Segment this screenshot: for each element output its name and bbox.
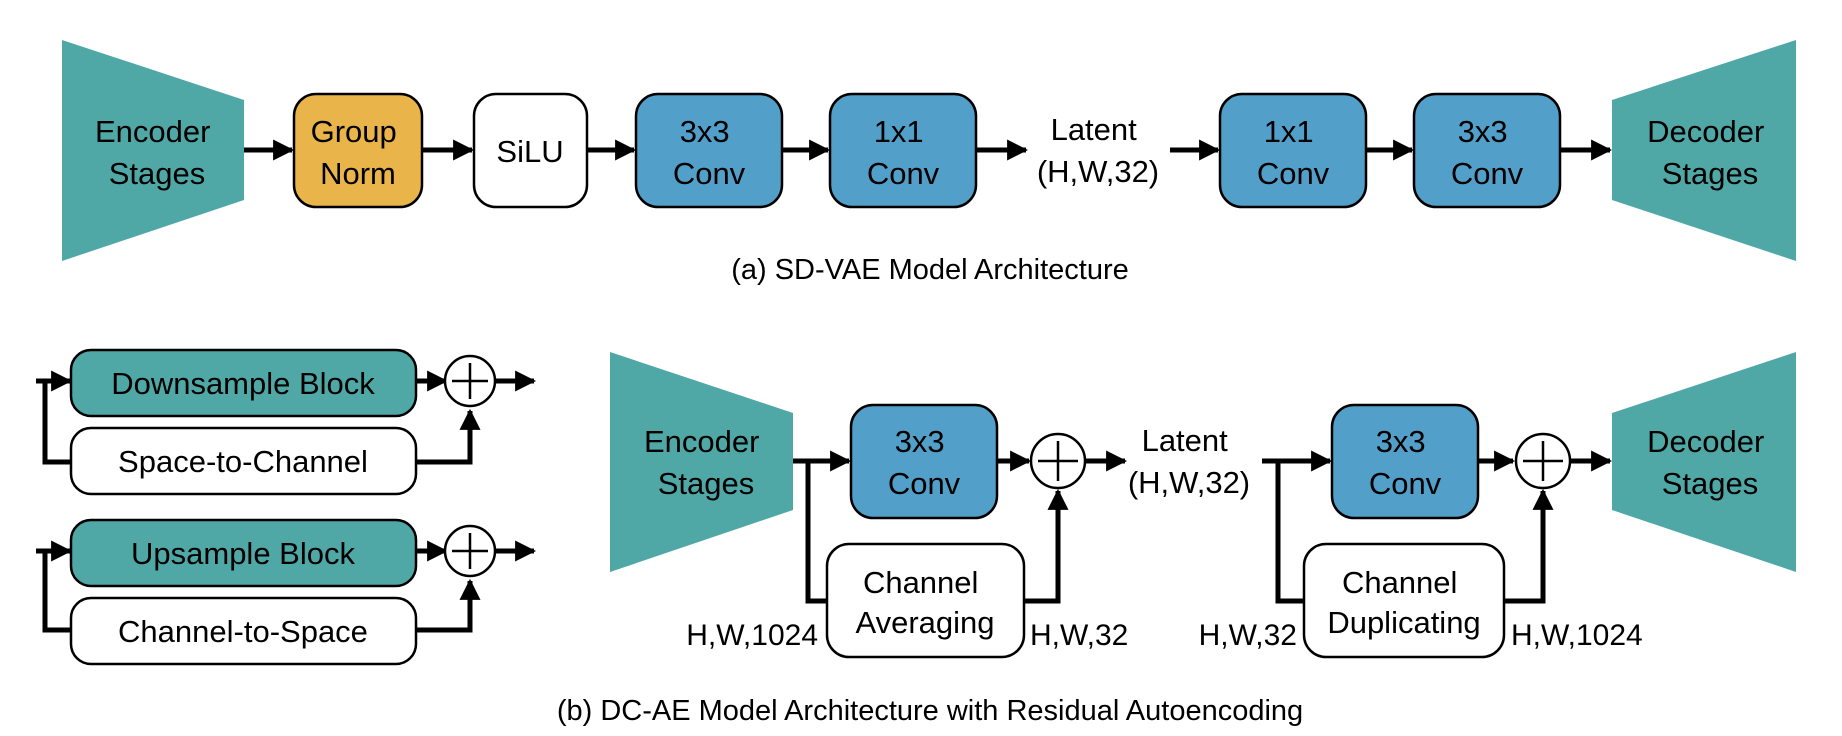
top-conv1x1-b-label: 1x1 Conv: [1257, 114, 1330, 191]
top-conv3x3-label: 3x3 Conv: [673, 114, 746, 191]
bottom-conv3x3-b: [1330, 403, 1480, 520]
legend-s2c-to-adder: [416, 408, 481, 465]
top-conv1x1-label: 1x1 Conv: [867, 114, 940, 191]
bottom-dim-out-right: H,W,1024: [1511, 619, 1643, 652]
caption-a: (a) SD-VAE Model Architecture: [731, 254, 1129, 286]
bottom-encoder-stages: [610, 352, 793, 572]
legend-c2s-to-adder: [416, 578, 481, 633]
top-encoder-label: Encoder Stages: [95, 114, 219, 191]
circled-plus-icon: [443, 524, 497, 578]
circled-plus-icon: [1029, 432, 1087, 490]
bottom-enc-skip-path: [805, 461, 827, 604]
bottom-channel-duplicating-label: Channel Duplicating: [1327, 565, 1480, 640]
bottom-decoder-label: Decoder Stages: [1647, 424, 1773, 501]
bottom-conv3x3: [849, 403, 999, 520]
circled-plus-icon: [1514, 432, 1572, 490]
top-decoder-stages: [1612, 40, 1796, 261]
bottom-latent-skip-path: [1275, 461, 1304, 604]
bottom-conv3x3-label: 3x3 Conv: [888, 424, 961, 501]
top-encoder-stages: [62, 40, 244, 261]
bottom-dim-in-right: H,W,32: [1199, 619, 1297, 652]
bottom-dup-to-adder: [1504, 488, 1554, 604]
legend-upsample-label: Upsample Block: [131, 536, 355, 571]
top-group-norm-label: Group Norm: [311, 114, 406, 191]
top-silu-label: SiLU: [496, 134, 563, 169]
bottom-encoder-label: Encoder Stages: [644, 424, 768, 501]
bottom-dim-out-left: H,W,32: [1030, 619, 1128, 652]
bottom-dim-in-left: H,W,1024: [686, 619, 818, 652]
top-latent-label: Latent (H,W,32): [1037, 112, 1159, 189]
top-conv3x3-b-label: 3x3 Conv: [1451, 114, 1524, 191]
circled-plus-icon: [443, 354, 497, 408]
bottom-decoder-stages: [1612, 352, 1796, 572]
caption-b: (b) DC-AE Model Architecture with Residu…: [557, 695, 1303, 727]
bottom-channel-averaging-label: Channel Averaging: [855, 565, 994, 640]
bottom-latent-label: Latent (H,W,32): [1128, 423, 1250, 500]
bottom-conv3x3-b-label: 3x3 Conv: [1369, 424, 1442, 501]
legend-down-skip-path: [42, 381, 71, 465]
bottom-channel-duplicating: [1302, 542, 1506, 659]
legend-up-skip-path: [42, 551, 71, 633]
legend-channel-to-space-label: Channel-to-Space: [118, 614, 368, 649]
bottom-avg-to-adder: [1024, 488, 1069, 604]
legend-downsample-label: Downsample Block: [111, 366, 375, 401]
legend-space-to-channel-label: Space-to-Channel: [118, 444, 368, 479]
bottom-channel-averaging: [825, 542, 1026, 659]
top-decoder-label: Decoder Stages: [1647, 114, 1773, 191]
